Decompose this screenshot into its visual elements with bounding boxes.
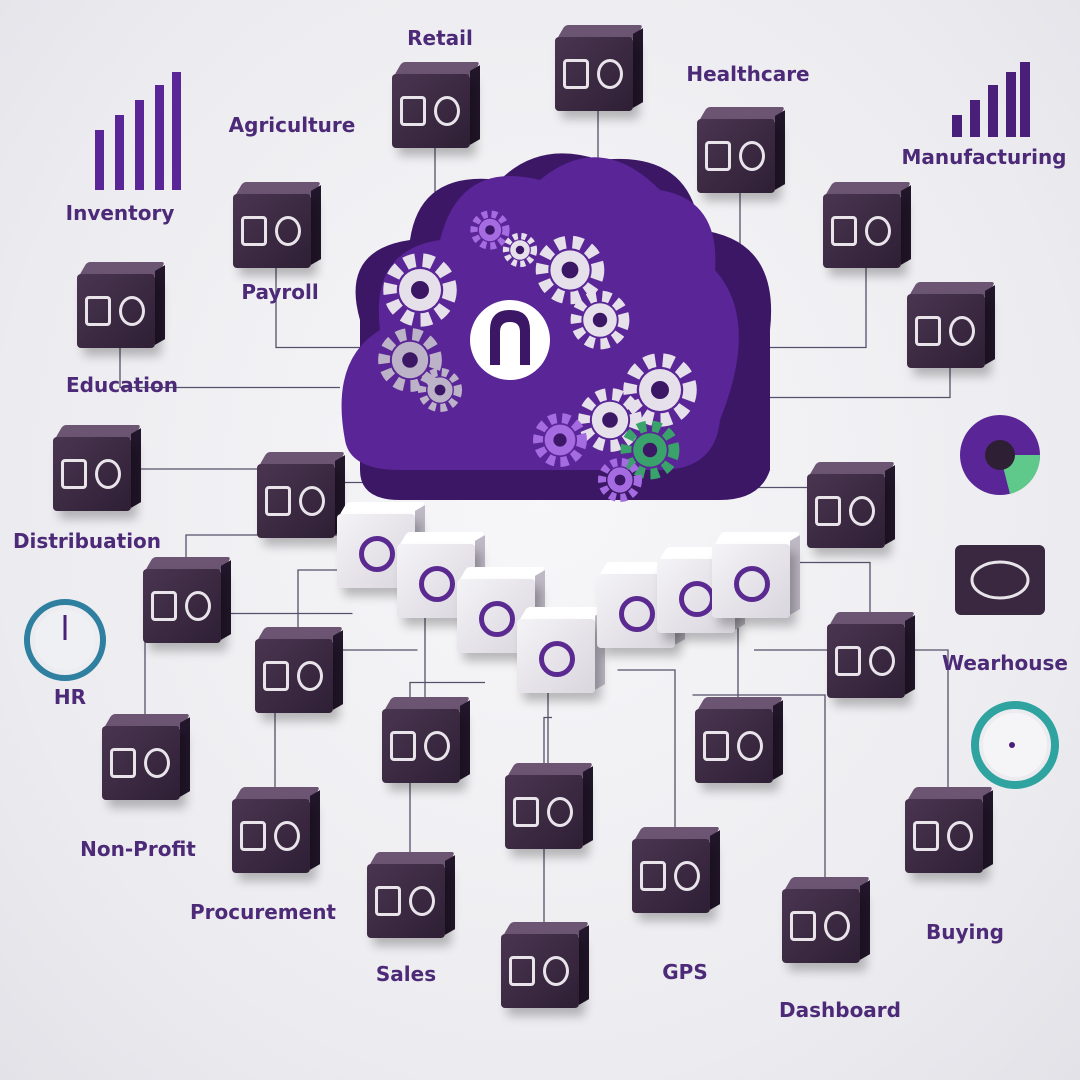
gear-icon (533, 413, 587, 467)
module-cube-icon (392, 62, 481, 148)
label-healthcare: Healthcare (686, 62, 810, 86)
module-cube-icon (827, 612, 916, 698)
module-cube-icon (367, 852, 456, 938)
module-cube-icon (257, 452, 346, 538)
label-warehouse: Wearhouse (942, 651, 1068, 675)
module-cube-icon (695, 697, 784, 783)
module-cube-icon (255, 627, 344, 713)
gear-cluster (378, 210, 697, 503)
module-cube-icon (697, 107, 786, 193)
label-procurement: Procurement (190, 900, 336, 924)
connector-line (543, 716, 552, 965)
label-buying: Buying (926, 920, 1004, 944)
pie-chart-icon (960, 415, 1041, 495)
module-cube-icon (233, 182, 322, 268)
label-payroll: Payroll (241, 280, 319, 304)
gear-icon (535, 235, 605, 305)
bar-chart-icon (95, 62, 1030, 190)
module-cube-icon (823, 182, 912, 268)
label-retail: Retail (407, 26, 473, 50)
module-cube-icon (501, 922, 590, 1008)
label-gps: GPS (662, 960, 708, 984)
gear-icon (502, 232, 538, 268)
gear-icon (570, 290, 630, 350)
stack-icon (955, 545, 1045, 615)
gear-icon (383, 253, 457, 327)
label-dashboard: Dashboard (779, 998, 901, 1022)
module-cube-icon (517, 607, 606, 693)
gear-icon (470, 210, 510, 250)
gauge-icon (24, 599, 1059, 789)
label-sales: Sales (375, 962, 437, 986)
connector-line (617, 669, 676, 870)
gear-icon (578, 388, 642, 452)
label-education: Education (66, 373, 178, 397)
label-inventory: Inventory (65, 201, 175, 225)
module-cube-icon (807, 462, 896, 548)
connector-line (692, 694, 826, 920)
module-cube-icon (712, 532, 801, 618)
gear-icon (378, 328, 442, 392)
module-cube-icon (143, 557, 232, 643)
module-cube-icon (53, 425, 142, 511)
module-cube-icon (102, 714, 191, 800)
module-cube-icon (232, 787, 321, 873)
module-cube-icon (905, 787, 994, 873)
connector-line (409, 681, 485, 895)
label-manufacturing: Manufacturing (901, 145, 1067, 169)
logo-icon (470, 300, 550, 380)
gear-icon (620, 420, 680, 480)
gear-icon (417, 367, 463, 413)
module-cube-icon (77, 262, 166, 348)
gear-icon (597, 457, 643, 503)
module-cube-icon (555, 25, 644, 111)
module-cube-icon (505, 763, 594, 849)
label-agriculture: Agriculture (228, 113, 356, 137)
label-hr: HR (53, 685, 87, 709)
module-cube-icon (907, 282, 996, 368)
module-cube-icon (782, 877, 871, 963)
module-cube-icon (632, 827, 721, 913)
module-cube-icon (382, 697, 471, 783)
gear-icon (623, 353, 697, 427)
label-non-profit: Non-Profit (80, 837, 196, 861)
connector-line (754, 649, 949, 830)
label-distribution: Distribuation (12, 529, 162, 553)
